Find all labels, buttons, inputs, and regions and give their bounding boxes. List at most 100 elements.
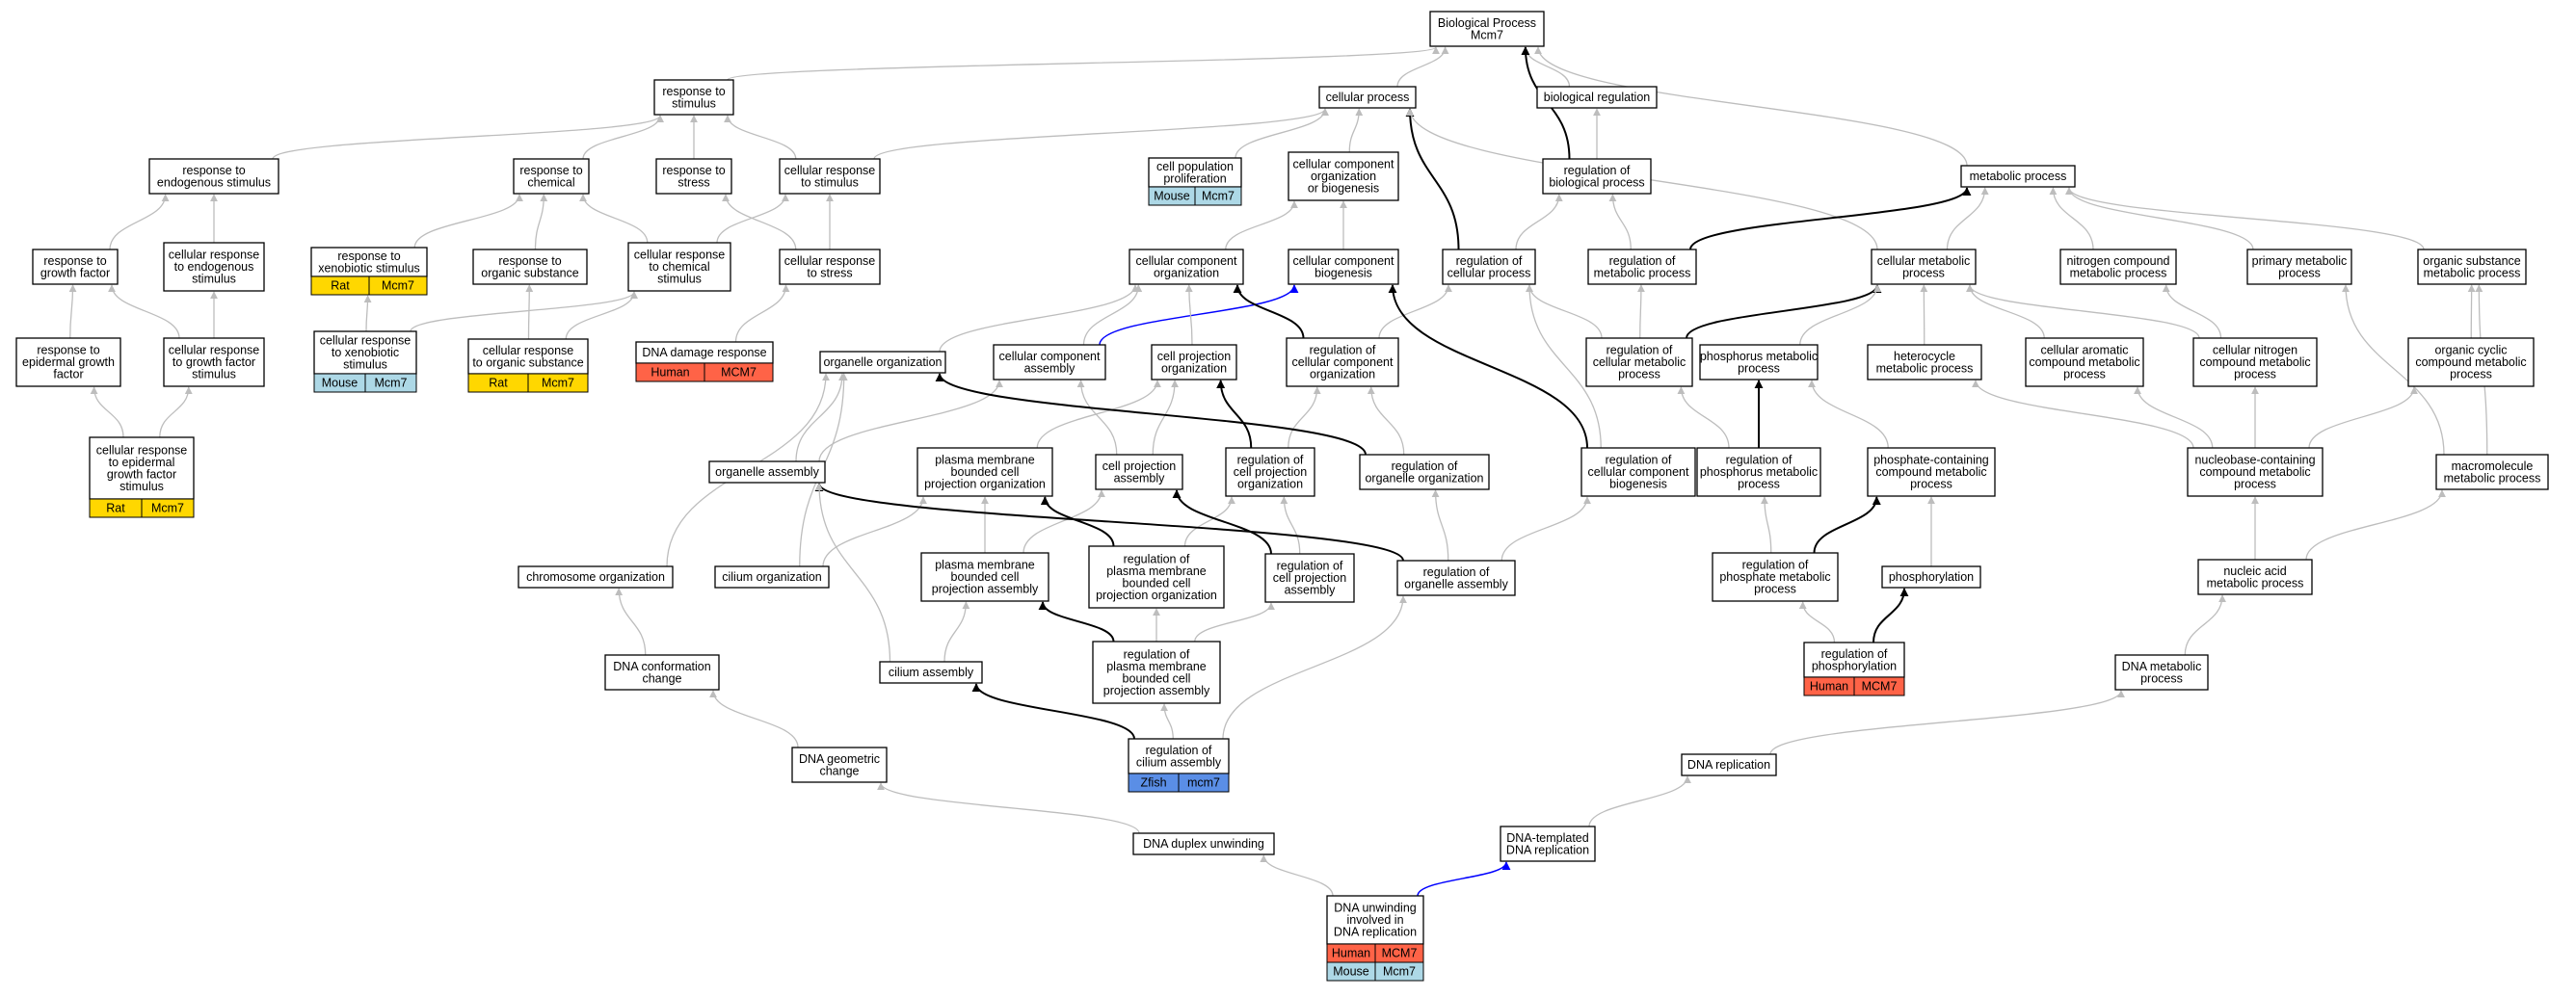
term-label: cellular process xyxy=(1447,266,1531,279)
term-box xyxy=(1132,832,1275,855)
edge-resp_chem-to-resp_stim xyxy=(582,115,664,160)
term-label: change xyxy=(642,671,681,685)
edge-cell_resp_xeno-to-cell_resp_chem xyxy=(410,291,638,332)
edge-reg_cpa-to-reg_cpo xyxy=(1280,496,1301,555)
term-label: cellular metabolic xyxy=(1593,355,1686,369)
term-box xyxy=(653,79,734,116)
term-box xyxy=(1500,826,1596,862)
term-label: cellular component xyxy=(1292,355,1394,369)
term-box xyxy=(2059,249,2177,285)
edge-cell_resp_gf-to-resp_gf xyxy=(108,284,180,339)
edge-reg_phos-to-reg_phosmet xyxy=(1798,601,1836,643)
term-box xyxy=(1264,553,1355,603)
edge-macro-to-prim_met xyxy=(2342,284,2445,456)
edge-dna_rep-to-dna_met xyxy=(1769,690,2125,755)
edge-phos_cont-to-phos_met xyxy=(1808,380,1889,449)
term-label: cell projection xyxy=(1273,571,1346,585)
term-box xyxy=(1881,565,1981,589)
term-label: to endogenous xyxy=(174,260,254,274)
edge-cell_proc-to-bp xyxy=(1396,46,1449,88)
term-box xyxy=(148,158,279,195)
term-label: process xyxy=(2278,266,2321,279)
edge-dna_geo-to-dna_conf xyxy=(709,690,799,748)
term-label: cellular nitrogen xyxy=(2213,344,2297,357)
term-label: regulation of xyxy=(1726,454,1793,467)
edge-dna_dup-to-dna_geo xyxy=(877,782,1140,834)
term-label: phosphorylation xyxy=(1812,659,1897,672)
term-box xyxy=(1699,344,1819,380)
term-box xyxy=(1871,249,1977,285)
term-label: compound metabolic xyxy=(2029,355,2139,369)
term-label: bounded cell xyxy=(1123,671,1191,685)
edge-reg_cpo-to-reg_cco xyxy=(1288,386,1321,449)
term-label: response to xyxy=(519,164,582,177)
term-label: stimulus xyxy=(657,273,702,286)
species-label: Human xyxy=(651,366,689,380)
term-box xyxy=(2025,337,2144,387)
edge-dna_dmg-to-cell_resp_stress xyxy=(734,284,790,343)
term-label: organization xyxy=(1154,266,1219,279)
term-label: response to xyxy=(43,254,106,268)
term-label: cellular metabolic xyxy=(1877,254,1971,268)
term-label: phosphorus metabolic xyxy=(1700,465,1818,479)
edge-dna_unw-to-dna_temp xyxy=(1417,861,1511,897)
term-label: DNA replication xyxy=(1334,926,1417,939)
term-label: process xyxy=(2234,368,2276,381)
term-box xyxy=(1359,454,1490,490)
edge-dna_unw-to-dna_dup xyxy=(1260,854,1334,897)
gene-tag xyxy=(141,498,195,518)
term-box xyxy=(604,654,720,691)
edge-cell_met-to-met_proc xyxy=(1946,187,1989,250)
term-label: organelle organization xyxy=(823,355,942,369)
term-box xyxy=(1580,447,1696,497)
gene-tag xyxy=(1194,186,1242,206)
edge-nucleobase-to-arom xyxy=(2134,386,2214,449)
gene-label: Mcm7 xyxy=(542,377,574,390)
edge-phos_met-to-cell_met xyxy=(1799,284,1881,346)
term-label: heterocycle xyxy=(1894,350,1955,363)
edge-cell_resp_org-to-cell_resp_chem xyxy=(565,291,638,340)
edge-reg_oo-to-reg_cco xyxy=(1367,386,1405,456)
species-label: Human xyxy=(1332,947,1370,960)
term-label: cell projection xyxy=(1234,465,1307,479)
term-label: cellular response xyxy=(483,344,574,357)
term-label: cellular response xyxy=(784,254,876,268)
term-label: process xyxy=(2234,478,2276,491)
edge-reg_phosmet-to-phos_cont xyxy=(1813,496,1881,554)
term-label: Biological Process xyxy=(1438,16,1536,30)
term-label: phosphate-containing xyxy=(1873,454,1989,467)
term-label: regulation of xyxy=(1310,344,1376,357)
term-label: regulation of xyxy=(1423,565,1490,579)
term-label: regulation of xyxy=(1742,559,1809,572)
gene-label: MCM7 xyxy=(1382,947,1418,960)
term-label: cell population xyxy=(1156,160,1234,173)
edge-reg_cmp-to-cell_met xyxy=(1686,284,1882,339)
term-label: cellular response xyxy=(320,334,412,348)
term-label: nucleobase-containing xyxy=(2194,454,2315,467)
edge-cco-to-ccob xyxy=(1225,200,1298,250)
go-term-dna_dup: DNA duplex unwinding xyxy=(1132,832,1275,855)
term-box xyxy=(89,436,195,500)
term-label: metabolic process xyxy=(1970,170,2067,183)
term-box xyxy=(627,242,731,292)
term-label: response to xyxy=(498,254,561,268)
term-box xyxy=(1128,738,1230,774)
term-label: phosphorylation xyxy=(1889,570,1974,584)
term-label: growth factor xyxy=(40,266,110,279)
edge-reg_oa-to-org_asm xyxy=(814,483,1404,562)
term-box xyxy=(1585,337,1693,387)
term-label: organelle assembly xyxy=(1404,577,1508,590)
